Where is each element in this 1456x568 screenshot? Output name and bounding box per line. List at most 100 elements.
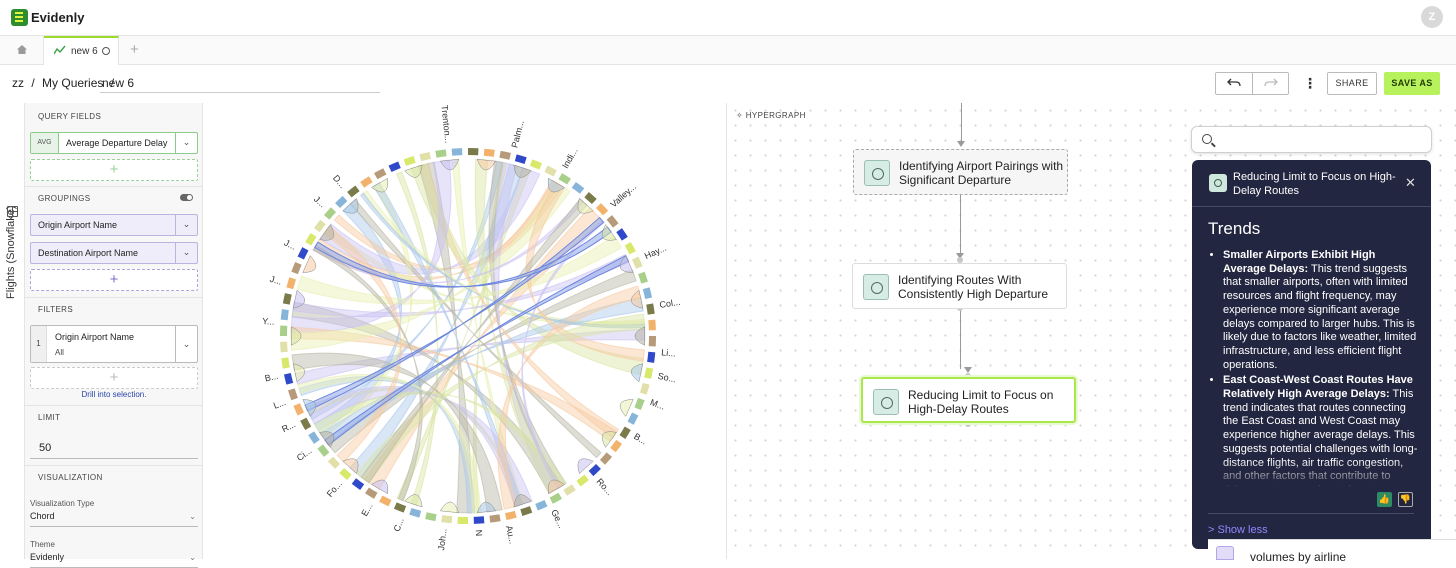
chevron-down-icon[interactable]: ⌄ <box>175 133 197 153</box>
chord-segment[interactable] <box>473 516 485 524</box>
chord-segment[interactable] <box>638 271 648 284</box>
chord-segment[interactable] <box>644 367 654 379</box>
chord-label[interactable]: Joh... <box>436 528 449 551</box>
chord-segment[interactable] <box>293 403 304 416</box>
thumbs-up-icon[interactable]: 👍 <box>1377 492 1392 507</box>
chord-ribbon[interactable] <box>291 352 503 513</box>
chord-label[interactable]: Col... <box>659 297 681 310</box>
chord-ribbon[interactable] <box>525 181 646 362</box>
chord-segment[interactable] <box>393 502 407 513</box>
chord-label[interactable]: Li... <box>661 347 676 358</box>
query-field-average-delay[interactable]: AVG Average Departure Delay ⌄ <box>30 132 198 154</box>
chord-segment[interactable] <box>323 207 337 220</box>
chord-segment[interactable] <box>283 373 294 385</box>
chord-segment[interactable] <box>648 319 656 331</box>
chord-ribbon[interactable] <box>297 373 482 514</box>
chord-segment[interactable] <box>646 303 655 315</box>
redo-button[interactable] <box>1253 73 1289 94</box>
chord-label[interactable]: M... <box>649 397 667 412</box>
chord-segment[interactable] <box>339 467 352 481</box>
chord-label[interactable]: Indi... <box>560 146 580 170</box>
aggregation-tag[interactable]: AVG <box>31 133 59 153</box>
chord-segment[interactable] <box>642 287 653 299</box>
chord-segment[interactable] <box>288 388 298 401</box>
chord-ribbon-highlight[interactable] <box>314 226 612 288</box>
chord-segment[interactable] <box>419 151 431 162</box>
chord-segment[interactable] <box>291 261 302 275</box>
grouping-destination-airport[interactable]: Destination Airport Name ⌄ <box>30 242 198 264</box>
chord-segment[interactable] <box>549 492 562 504</box>
groupings-toggle[interactable] <box>180 194 193 201</box>
tab-new-6[interactable]: new 6 <box>44 36 119 65</box>
chord-segment[interactable] <box>286 277 297 290</box>
chord-ribbon[interactable] <box>296 235 623 305</box>
show-less-link[interactable]: > Show less <box>1208 524 1268 536</box>
chord-segment[interactable] <box>403 156 416 166</box>
close-icon[interactable]: ✕ <box>1405 175 1416 190</box>
add-field-button[interactable]: + <box>30 159 198 181</box>
chord-segment[interactable] <box>624 242 636 255</box>
chord-ribbon[interactable] <box>360 198 588 484</box>
chord-ribbon[interactable] <box>349 198 602 459</box>
query-name-input[interactable] <box>100 74 380 93</box>
chord-segment[interactable] <box>327 456 341 469</box>
chord-segment[interactable] <box>317 444 330 457</box>
chord-segment[interactable] <box>595 203 609 216</box>
chord-label[interactable]: Palm... <box>509 119 525 149</box>
chord-label[interactable]: Ge... <box>549 508 567 530</box>
chevron-down-icon[interactable]: ⌄ <box>175 215 197 235</box>
datasource-label[interactable]: Flights (Snowflake) <box>5 205 17 299</box>
chord-segment[interactable] <box>588 463 601 477</box>
chord-segment[interactable] <box>351 478 365 491</box>
chevron-down-icon[interactable]: ⌄ <box>175 243 197 263</box>
chord-segment[interactable] <box>505 510 517 521</box>
chord-segment[interactable] <box>639 382 650 395</box>
chord-segment[interactable] <box>616 228 628 241</box>
chord-segment[interactable] <box>457 516 468 524</box>
chord-segment[interactable] <box>483 148 495 157</box>
chord-segment[interactable] <box>535 500 548 511</box>
undo-button[interactable] <box>1216 73 1252 94</box>
chord-segment[interactable] <box>281 357 290 369</box>
chord-segment[interactable] <box>544 165 557 177</box>
chord-segment[interactable] <box>379 495 392 507</box>
chord-label[interactable]: J... <box>312 194 328 209</box>
chord-segment[interactable] <box>280 325 288 336</box>
chord-segment[interactable] <box>441 515 453 524</box>
chord-label[interactable]: C... <box>392 516 406 533</box>
chord-diagram[interactable]: Trenton...Palm...Indi...Valley...Hay...C… <box>203 103 727 559</box>
chord-segment[interactable] <box>599 452 613 465</box>
table-grid-icon[interactable] <box>7 206 18 217</box>
chord-segment[interactable] <box>282 293 292 305</box>
hypergraph-node[interactable]: Identifying Airport Pairings with Signif… <box>853 149 1068 195</box>
breadcrumb-folder[interactable]: My Queries <box>42 76 104 90</box>
brand-name[interactable]: Evidenly <box>31 10 85 25</box>
chord-label[interactable]: R... <box>280 419 297 434</box>
hypergraph-search-input[interactable] <box>1191 126 1432 153</box>
thumbs-down-icon[interactable]: 👎 <box>1398 492 1413 507</box>
chord-segment[interactable] <box>280 341 288 353</box>
viz-type-select[interactable]: Chord ⌄ <box>30 511 198 527</box>
drill-into-selection-link[interactable]: Drill into selection. <box>81 390 147 399</box>
chord-label[interactable]: L... <box>272 397 287 411</box>
chord-segment[interactable] <box>297 247 309 260</box>
share-button[interactable]: SHARE <box>1327 72 1377 95</box>
chord-segment[interactable] <box>576 474 589 487</box>
chord-segment[interactable] <box>634 397 645 411</box>
chord-segment[interactable] <box>648 336 656 347</box>
chord-segment[interactable] <box>347 185 360 198</box>
chord-segment[interactable] <box>425 512 437 522</box>
chord-segment[interactable] <box>388 161 401 172</box>
chord-segment[interactable] <box>571 181 585 194</box>
chord-label[interactable]: So... <box>657 371 677 385</box>
chord-label[interactable]: Au... <box>504 525 518 545</box>
chord-ribbon[interactable] <box>333 180 560 271</box>
chord-label[interactable]: Ro... <box>595 476 615 497</box>
chord-segment[interactable] <box>514 154 527 165</box>
chord-segment[interactable] <box>529 159 543 170</box>
chord-label[interactable]: D... <box>331 173 348 190</box>
chord-segment[interactable] <box>280 309 289 321</box>
trend-list[interactable]: Smaller Airports Exhibit High Average De… <box>1208 249 1420 486</box>
chord-label[interactable]: B... <box>264 371 279 384</box>
chord-label[interactable]: Valley... <box>608 181 637 209</box>
